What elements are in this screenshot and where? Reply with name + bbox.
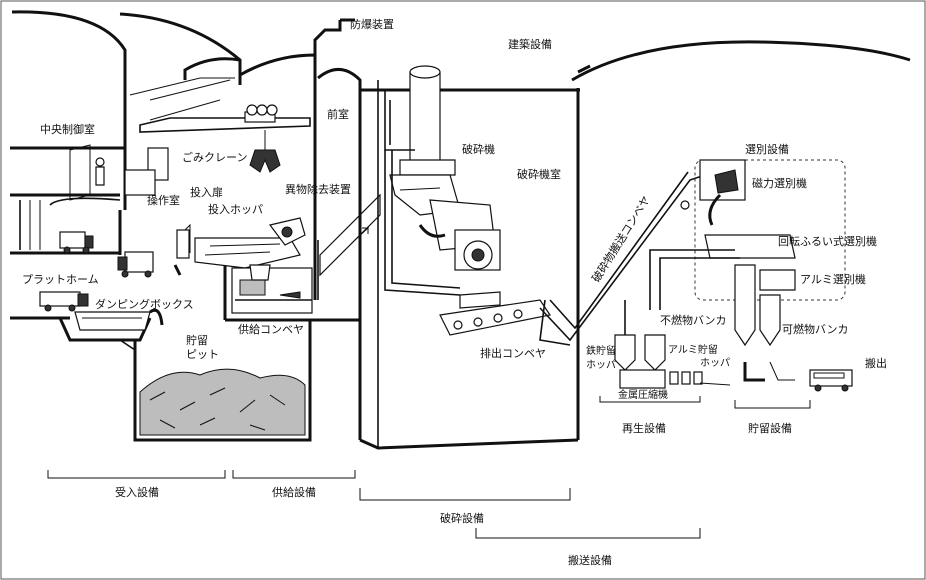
- crusher-building: [358, 65, 579, 450]
- truck-icon: [39, 291, 89, 312]
- discharge-conveyor-label: 排出コンベヤ: [480, 346, 546, 360]
- control-room-label: 中央制御室: [40, 122, 95, 136]
- front-room: [317, 193, 381, 300]
- iron-hopper-label-2: ホッパ: [586, 359, 616, 371]
- inlet-door-label: 投入扉: [190, 185, 223, 199]
- iron-hopper-label-1: 鉄貯留: [586, 344, 616, 357]
- receiving-building: [10, 77, 360, 442]
- dumping-box-label: ダンピングボックス: [95, 297, 194, 311]
- section-supply: 供給設備: [272, 485, 316, 499]
- storage-pit-label-2: ピット: [186, 348, 219, 361]
- section-brackets: [47, 396, 811, 539]
- noncombustible-label: 不燃物バンカ: [660, 313, 727, 327]
- section-transport: 搬送設備: [568, 553, 612, 567]
- metal-compressor-label: 金属圧縮機: [618, 388, 668, 401]
- aluminum-sep-label: アルミ選別機: [800, 272, 866, 286]
- building-label: 建築設備: [508, 37, 552, 51]
- storage-pit-label-1: 貯留: [186, 334, 208, 347]
- inlet-hopper-label: 投入ホッパ: [208, 202, 263, 216]
- sorting-label: 選別設備: [745, 142, 789, 156]
- transport-conveyor: [539, 159, 853, 392]
- crane-label: ごみクレーン: [182, 150, 247, 164]
- truck-icon: [59, 231, 94, 254]
- person-icon: [95, 157, 105, 186]
- carry-out-label: 搬出: [865, 356, 887, 370]
- explosion-proof-label: 防爆装置: [350, 17, 394, 31]
- labels: 中央制御室 操作室 プラットホーム ダンピングボックス 貯留 ピット ごみクレー…: [22, 17, 887, 567]
- arrow-icon: [149, 308, 164, 326]
- bus-icon: [809, 369, 853, 392]
- foreign-removal-label: 異物除去装置: [285, 182, 351, 196]
- building-outline: [11, 10, 911, 440]
- combustible-label: 可燃物バンカ: [782, 322, 849, 336]
- section-storage: 貯留設備: [748, 421, 792, 435]
- section-recycling: 再生設備: [622, 421, 666, 435]
- section-crushing: 破砕設備: [440, 511, 484, 525]
- platform-label: プラットホーム: [22, 273, 99, 286]
- truck-icon: [117, 251, 154, 278]
- operation-room-label: 操作室: [147, 193, 180, 207]
- supply-conveyor-label: 供給コンベヤ: [238, 322, 304, 336]
- rotary-screen-label: 回転ふるい式選別機: [778, 234, 877, 248]
- aluminum-hopper-label-1: アルミ貯留: [668, 343, 718, 356]
- aluminum-hopper-label-2: ホッパ: [700, 357, 730, 369]
- crusher-room-label: 破砕機室: [517, 167, 561, 181]
- section-receiving: 受入設備: [115, 485, 159, 499]
- crusher-label: 破砕機: [462, 142, 495, 156]
- magnetic-label: 磁力選別機: [752, 176, 807, 190]
- front-room-label: 前室: [327, 107, 349, 121]
